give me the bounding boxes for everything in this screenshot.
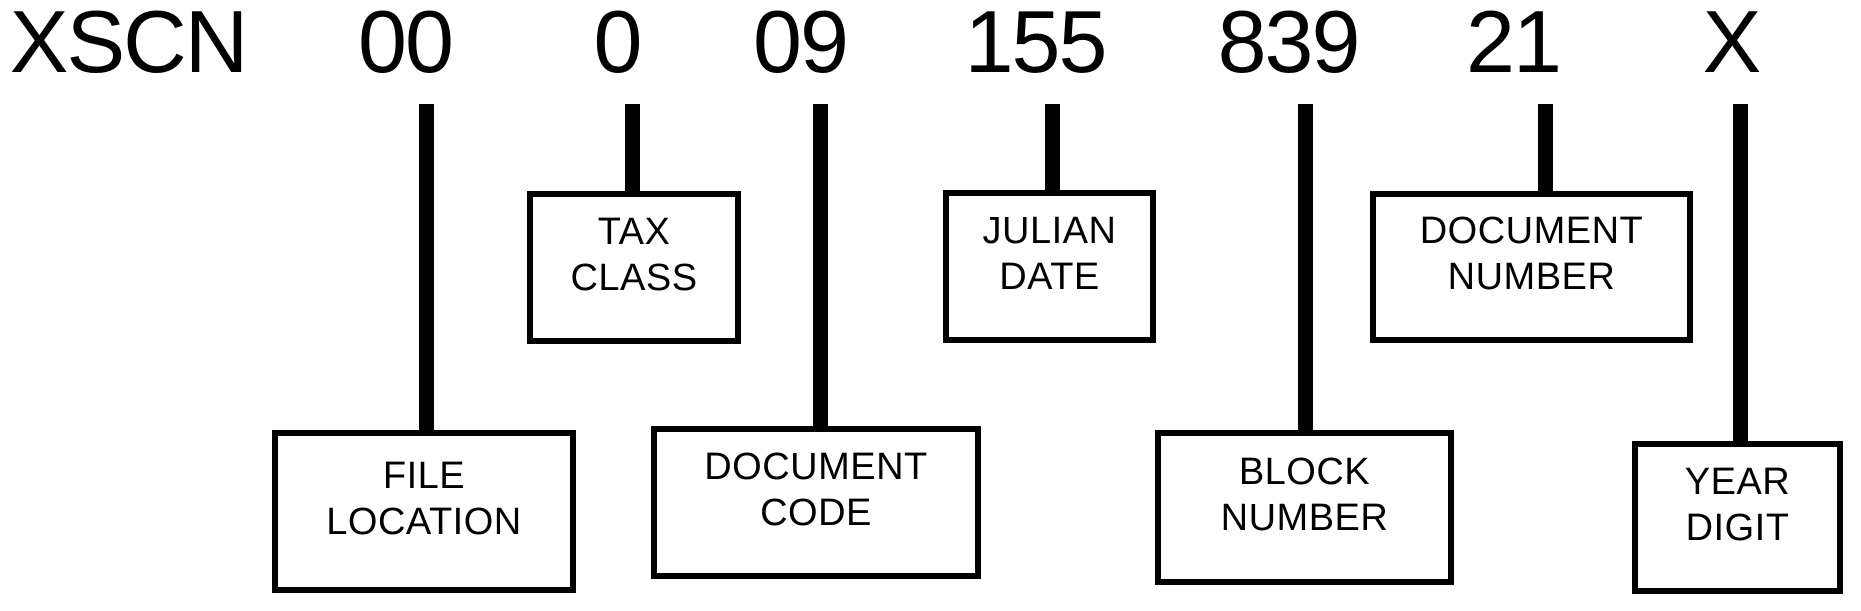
label-line: NUMBER [1220,496,1389,539]
label-line: BLOCK [1238,450,1371,493]
dln-prefix: XSCN [9,0,248,91]
label-line: CLASS [570,256,698,299]
value-tax-class: 0 [593,0,643,91]
value-block-number: 839 [1217,0,1361,91]
label-line: DIGIT [1685,506,1790,549]
value-document-code: 09 [753,0,849,91]
value-julian-date: 155 [964,0,1108,91]
label-line: DATE [999,255,1100,298]
label-box-document-code: DOCUMENT CODE [651,426,981,579]
value-year-digit: X [1702,0,1762,91]
label-line: CODE [760,491,872,534]
label-line: TAX [597,210,671,253]
label-line: DOCUMENT [1419,210,1644,252]
connector-line-block-number [1298,104,1313,434]
label-box-tax-class: TAX CLASS [527,191,741,344]
connector-line-year-digit [1733,104,1748,445]
label-line: NUMBER [1447,256,1616,298]
label-line: YEAR [1684,460,1791,503]
connector-line-file-location [419,104,434,434]
value-file-location: 00 [358,0,454,91]
connector-line-document-code [813,104,828,430]
label-box-julian-date: JULIAN DATE [943,190,1156,343]
connector-line-document-number [1538,104,1553,195]
connector-line-tax-class [625,104,640,195]
label-line: FILE [382,454,466,497]
label-box-year-digit: YEAR DIGIT [1632,441,1843,594]
label-box-file-location: FILE LOCATION [272,430,576,593]
label-box-document-number: DOCUMENT NUMBER [1370,191,1693,343]
label-line: LOCATION [326,500,522,543]
value-document-number: 21 [1466,0,1562,91]
connector-line-julian-date [1045,104,1060,194]
label-line: DOCUMENT [704,445,928,488]
label-box-block-number: BLOCK NUMBER [1155,430,1454,585]
label-line: JULIAN [982,209,1117,252]
